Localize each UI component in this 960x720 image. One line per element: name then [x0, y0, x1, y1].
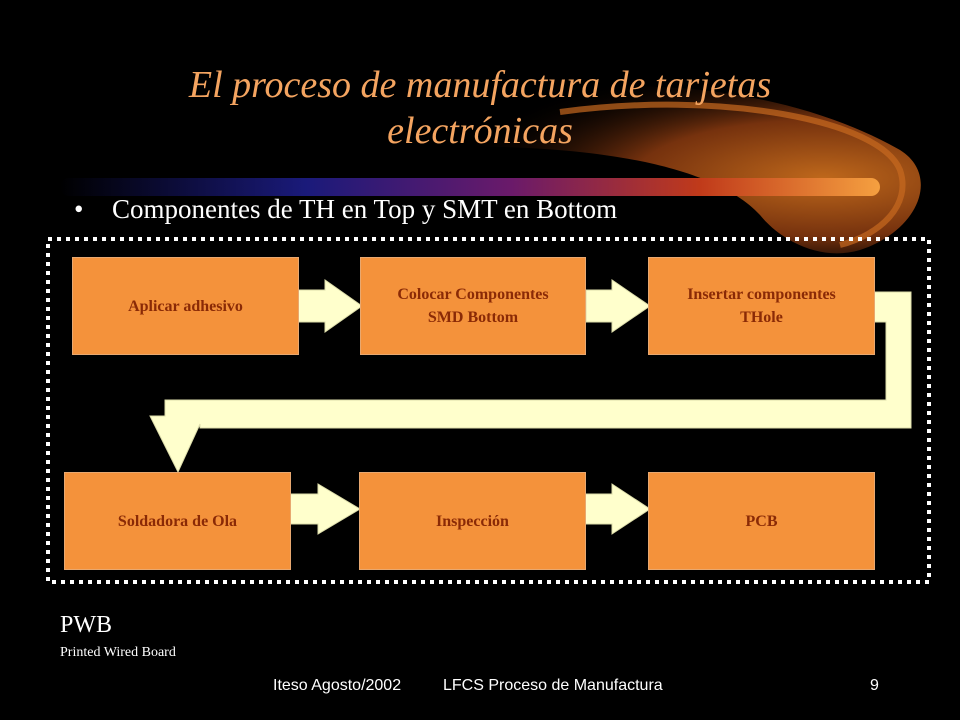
bullet-marker: • [74, 194, 84, 224]
step-colocar-componentes: Colocar Componentes SMD Bottom [360, 257, 586, 355]
pwb-subtitle: Printed Wired Board [60, 645, 176, 660]
step-label: Aplicar adhesivo [128, 297, 243, 315]
swoosh-shape [380, 86, 921, 254]
step-label: Insertar componentes THole [687, 286, 836, 326]
swoosh-ring [559, 101, 906, 248]
arrow-right-icon [297, 279, 363, 333]
slide-title: El proceso de manufactura de tarjetas el… [188, 64, 772, 152]
step-label: Inspección [436, 512, 509, 530]
step-soldadora-de-ola: Soldadora de Ola [64, 472, 291, 570]
footer-course: LFCS Proceso de Manufactura [443, 677, 663, 694]
step-insertar-componentes: Insertar componentes THole [648, 257, 875, 355]
arrow-right-icon [585, 279, 651, 333]
gradient-bar [60, 178, 880, 196]
arrow-right-icon [584, 483, 651, 535]
step-aplicar-adhesivo: Aplicar adhesivo [72, 257, 299, 355]
arrow-right-icon [289, 483, 361, 535]
footer-date: Iteso Agosto/2002 [273, 677, 402, 694]
step-inspeccion: Inspección [359, 472, 586, 570]
step-label: PCB [745, 512, 778, 530]
step-label: Soldadora de Ola [117, 512, 238, 530]
pwb-title: PWB [60, 612, 113, 638]
step-label: Colocar Componentes SMD Bottom [397, 286, 549, 326]
bullet-text: Componentes de TH en Top y SMT en Bottom [112, 194, 618, 224]
page-number: 9 [870, 677, 879, 694]
connector-return-arrow [149, 291, 912, 474]
step-pcb: PCB [648, 472, 875, 570]
bullet-item: • Componentes de TH en Top y SMT en Botto… [74, 192, 617, 226]
